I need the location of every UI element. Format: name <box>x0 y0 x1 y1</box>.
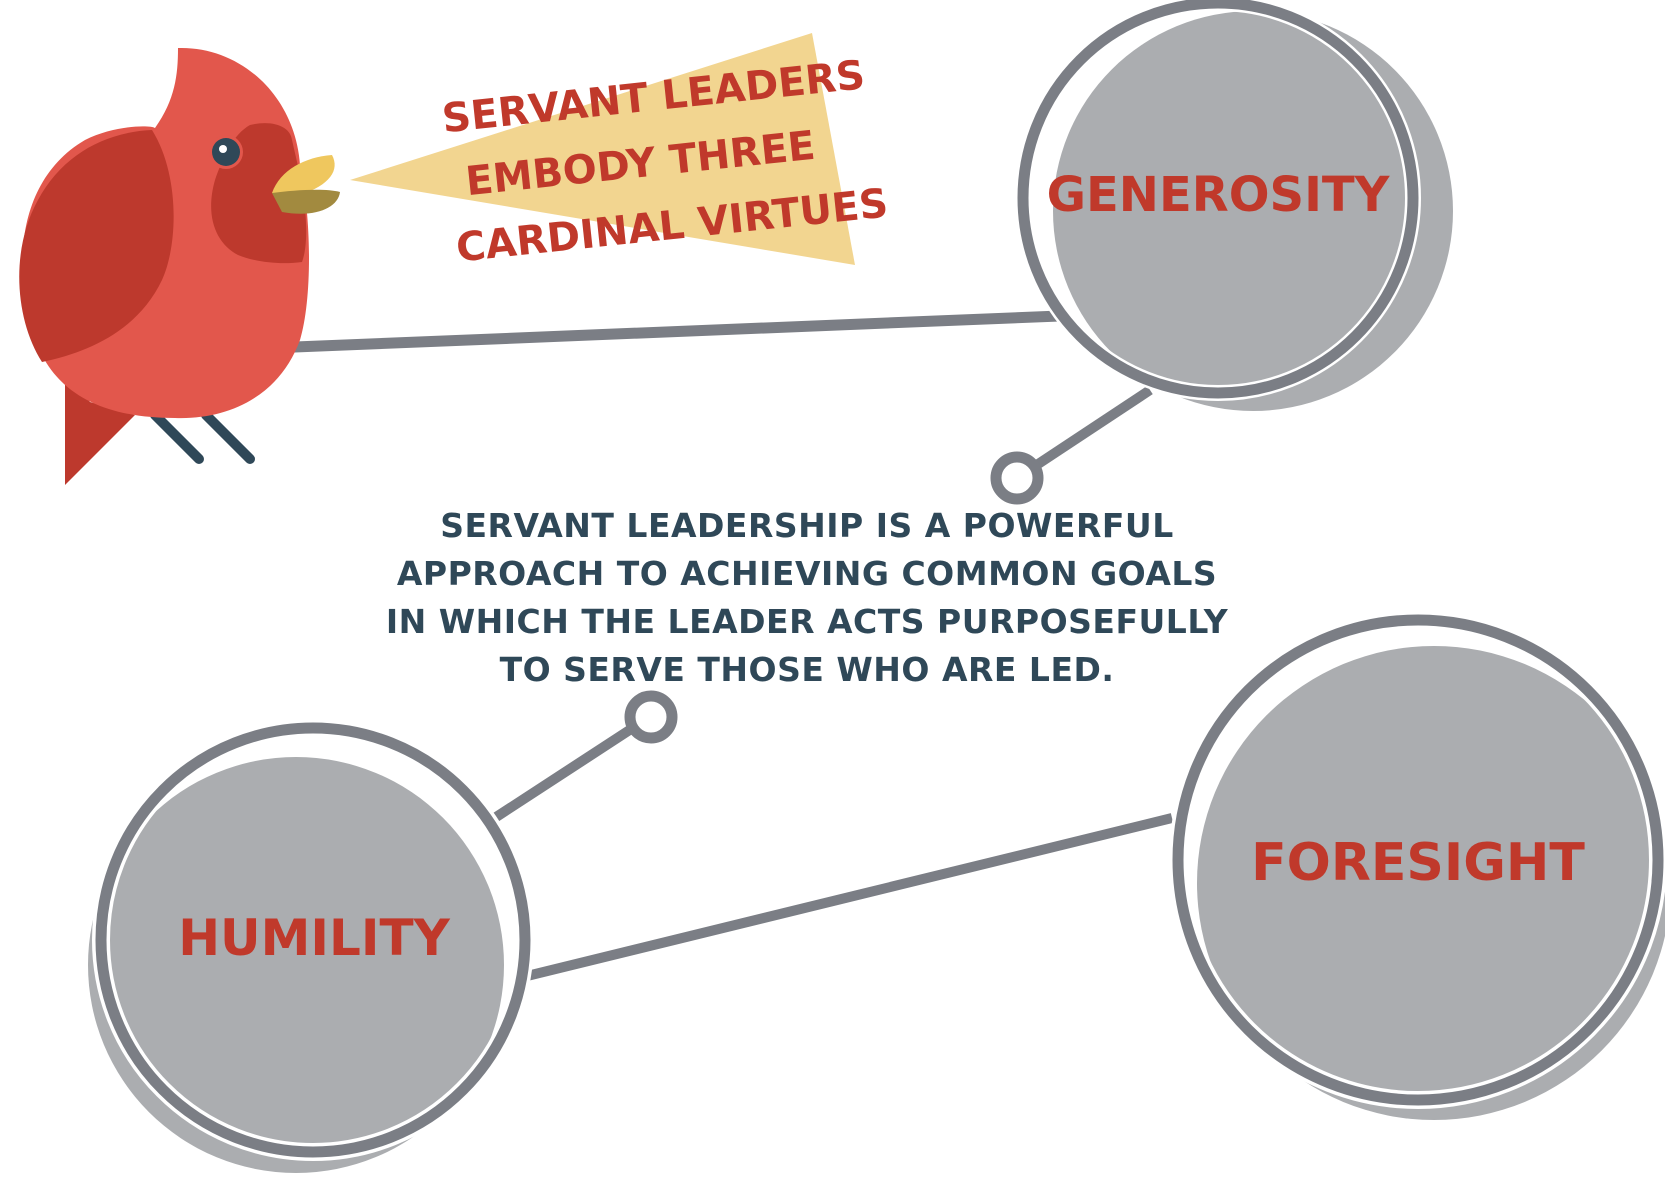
connector-node-humility <box>484 713 651 828</box>
foresight-circle: FORESIGHT <box>1169 611 1665 1120</box>
foresight-label: FORESIGHT <box>1251 833 1585 893</box>
connector-node-bottom <box>624 690 678 744</box>
connector-bird-generosity <box>269 310 1061 354</box>
connectors <box>269 310 1174 982</box>
cardinal-bird-icon <box>19 47 340 485</box>
humility-label: HUMILITY <box>178 909 450 967</box>
description-line-1: SERVANT LEADERSHIP IS A POWERFUL <box>440 506 1174 545</box>
speech-bubble: SERVANT LEADERS EMBODY THREE CARDINAL VI… <box>350 33 890 272</box>
description-line-2: APPROACH TO ACHIEVING COMMON GOALS <box>397 554 1217 593</box>
generosity-circle: GENEROSITY <box>1015 0 1453 411</box>
description-line-3: IN WHICH THE LEADER ACTS PURPOSEFULLY <box>386 602 1229 641</box>
generosity-label: GENEROSITY <box>1047 167 1391 223</box>
connector-node-top <box>990 451 1044 505</box>
humility-circle: HUMILITY <box>88 719 534 1173</box>
description-line-4: TO SERVE THOSE WHO ARE LED. <box>500 650 1115 689</box>
connector-humility-foresight <box>521 813 1174 982</box>
connector-generosity-node <box>1017 385 1153 481</box>
description-block: SERVANT LEADERSHIP IS A POWERFUL APPROAC… <box>386 506 1229 689</box>
